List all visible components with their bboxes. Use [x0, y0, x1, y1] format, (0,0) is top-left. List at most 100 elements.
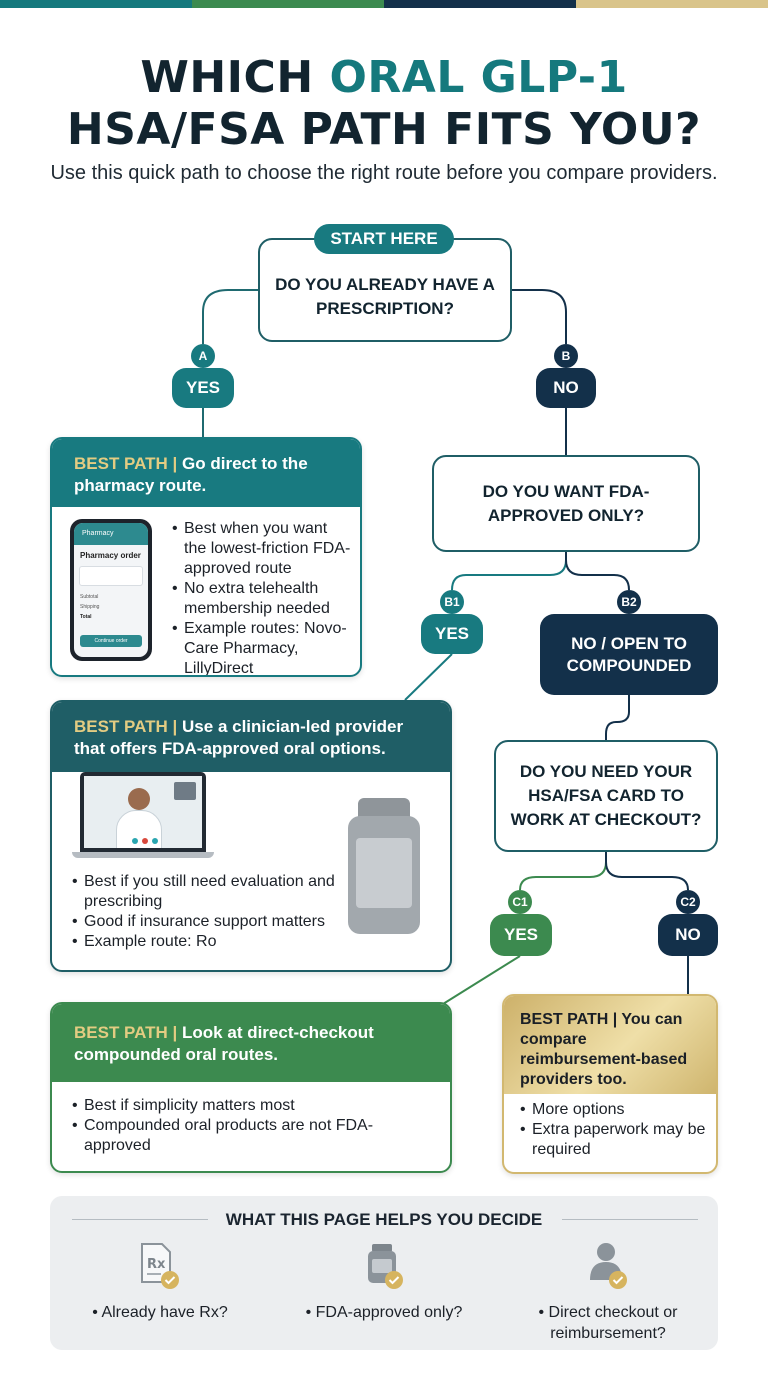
hsa-card-question-text: DO YOU NEED YOUR HSA/FSA CARD TO WORK AT… — [510, 762, 702, 829]
branch-b1-badge: B1 — [440, 590, 464, 614]
camera-control-icon — [152, 838, 158, 844]
card1-bullet: Example routes: Novo-Care Pharmacy, Lill… — [172, 619, 352, 675]
start-here-pill: START HERE — [314, 224, 454, 254]
summary-item-fda-label: • FDA-approved only? — [305, 1304, 463, 1321]
card-direct-checkout-compounded: BEST PATH | Look at direct-checkout comp… — [50, 1002, 452, 1173]
svg-text:Rx: Rx — [147, 1257, 166, 1272]
connector-q2-to-b2 — [565, 552, 630, 591]
summary-item-rx-label: • Already have Rx? — [92, 1304, 228, 1321]
phone-product-card — [79, 566, 143, 586]
branch-c1-yes-pill: YES — [490, 914, 552, 956]
branch-b1-yes-pill: YES — [421, 614, 483, 654]
fda-approved-question-box: DO YOU WANT FDA-APPROVED ONLY? — [432, 455, 700, 552]
start-question-text: DO YOU ALREADY HAVE A PRESCRIPTION? — [275, 275, 495, 318]
summary-item-checkout-label: • Direct checkout or reimbursement? — [538, 1304, 678, 1342]
summary-title: WHAT THIS PAGE HELPS YOU DECIDE — [225, 1210, 543, 1229]
card4-header: BEST PATH | You can compare reimbursemen… — [504, 996, 716, 1094]
card1-bullet: Best when you want the lowest-friction F… — [172, 519, 352, 579]
decision-summary-panel: WHAT THIS PAGE HELPS YOU DECIDE Rx • Alr… — [50, 1196, 718, 1350]
end-call-icon — [142, 838, 148, 844]
card3-bullets: Best if simplicity matters most Compound… — [72, 1096, 402, 1156]
fda-approved-question-text: DO YOU WANT FDA-APPROVED ONLY? — [482, 481, 650, 525]
card1-bullet: No extra telehealth membership needed — [172, 579, 352, 619]
connector-start-to-b — [512, 289, 567, 344]
doctor-head — [128, 788, 150, 810]
card2-bullets: Best if you still need evaluation and pr… — [72, 872, 362, 952]
card4-title: BEST PATH | You can compare reimbursemen… — [520, 1011, 688, 1088]
title-line1-accent: ORAL GLP-1 — [329, 52, 628, 103]
person-check-icon — [576, 1240, 640, 1294]
card1-header: BEST PATH | Go direct to the pharmacy ro… — [52, 439, 360, 507]
card2-bullet: Good if insurance support matters — [72, 912, 362, 932]
summary-item-rx-text: Already have Rx? — [101, 1304, 228, 1321]
connector-q3-to-c1 — [519, 852, 607, 891]
laptop-telehealth-illustration — [72, 772, 214, 862]
card2-title: Use a clinician-led provider that offers… — [74, 717, 404, 758]
connector-c1-to-card3 — [442, 955, 521, 1005]
strip-segment-green — [192, 0, 384, 8]
card3-title: Look at direct-checkout compounded oral … — [74, 1023, 374, 1064]
connector-q2-to-b1 — [451, 552, 567, 591]
branch-c1-badge: C1 — [508, 890, 532, 914]
card4-bullet: More options — [520, 1100, 710, 1120]
hsa-card-question-box: DO YOU NEED YOUR HSA/FSA CARD TO WORK AT… — [494, 740, 718, 852]
branch-b-no-pill: NO — [536, 368, 596, 408]
card4-bullets: More options Extra paperwork may be requ… — [520, 1100, 710, 1160]
connector-q3-to-c2 — [605, 852, 689, 891]
branch-c2-no-pill: NO — [658, 914, 718, 956]
card3-header: BEST PATH | Look at direct-checkout comp… — [52, 1004, 450, 1082]
summary-divider-left — [72, 1219, 208, 1220]
page-subtitle: Use this quick path to choose the right … — [50, 162, 718, 184]
pill-bottle-icon — [352, 1240, 416, 1294]
branch-b2-no-pill: NO / OPEN TO COMPOUNDED — [540, 614, 718, 695]
title-line2: HSA/FSA PATH FITS YOU? — [66, 104, 702, 155]
title-line1-prefix: WHICH — [140, 52, 330, 103]
branch-a-yes-pill: YES — [172, 368, 234, 408]
branch-c2-badge: C2 — [676, 890, 700, 914]
card2-header: BEST PATH | Use a clinician-led provider… — [52, 702, 450, 772]
card1-bullets: Best when you want the lowest-friction F… — [172, 519, 352, 675]
connector-start-to-a — [202, 289, 258, 344]
branch-b2-badge: B2 — [617, 590, 641, 614]
phone-heading: Pharmacy order — [80, 551, 141, 560]
card1-prefix: BEST PATH | — [74, 454, 183, 473]
self-view-thumbnail — [174, 782, 196, 800]
call-control-icon — [132, 838, 138, 844]
phone-mockup: Pharmacy Pharmacy order Subtotal Shippin… — [70, 519, 152, 661]
summary-item-checkout: • Direct checkout or reimbursement? — [508, 1240, 708, 1344]
connector-b2-to-q3 — [605, 695, 630, 740]
branch-b-badge: B — [554, 344, 578, 368]
card3-prefix: BEST PATH | — [74, 1023, 183, 1042]
card1-title: Go direct to the pharmacy route. — [74, 454, 308, 495]
card-pharmacy-route: BEST PATH | Go direct to the pharmacy ro… — [50, 437, 362, 677]
rx-document-icon: Rx — [128, 1240, 192, 1294]
card-clinician-led-provider: BEST PATH | Use a clinician-led provider… — [50, 700, 452, 972]
card2-prefix: BEST PATH | — [74, 717, 183, 736]
card3-bullet: Best if simplicity matters most — [72, 1096, 402, 1116]
summary-item-fda-text: FDA-approved only? — [315, 1304, 463, 1321]
strip-segment-gold — [576, 0, 768, 8]
summary-item-fda: • FDA-approved only? — [284, 1240, 484, 1323]
summary-item-rx: Rx • Already have Rx? — [60, 1240, 260, 1323]
strip-segment-teal — [0, 0, 192, 8]
card4-bullet: Extra paperwork may be required — [520, 1120, 710, 1160]
phone-row-shipping: Shipping — [80, 604, 100, 610]
start-question-box: DO YOU ALREADY HAVE A PRESCRIPTION? — [258, 238, 512, 342]
phone-app-bar: Pharmacy — [74, 523, 148, 545]
summary-item-checkout-text: Direct checkout or reimbursement? — [548, 1304, 678, 1342]
phone-continue-button: Continue order — [80, 635, 142, 647]
top-color-strip — [0, 0, 768, 8]
phone-row-total: Total — [80, 614, 92, 620]
page-title: WHICH ORAL GLP-1 HSA/FSA PATH FITS YOU? — [0, 52, 768, 156]
summary-divider-right — [562, 1219, 698, 1220]
strip-segment-navy — [384, 0, 576, 8]
branch-a-badge: A — [191, 344, 215, 368]
connector-b1-to-card2 — [404, 653, 453, 701]
phone-row-subtotal: Subtotal — [80, 594, 99, 600]
laptop-base — [72, 852, 214, 858]
card2-bullet: Example route: Ro — [72, 932, 362, 952]
card-reimbursement-providers: BEST PATH | You can compare reimbursemen… — [502, 994, 718, 1174]
card3-bullet: Compounded oral products are not FDA-app… — [72, 1116, 402, 1156]
card2-bullet: Best if you still need evaluation and pr… — [72, 872, 362, 912]
